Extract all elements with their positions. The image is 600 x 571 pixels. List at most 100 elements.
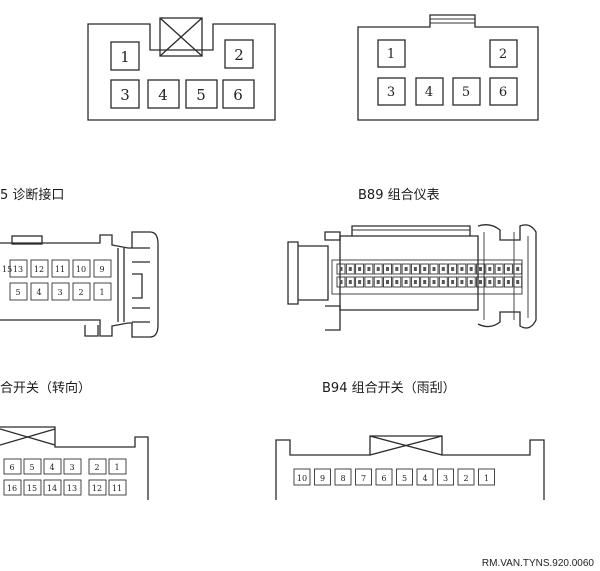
pin-contact bbox=[395, 280, 399, 284]
pin-cell bbox=[438, 263, 448, 275]
pin-cell bbox=[476, 263, 485, 275]
connector-top-left: 1 2 3 4 5 6 bbox=[87, 17, 276, 121]
pin-contact bbox=[423, 267, 427, 271]
pin-cell bbox=[457, 263, 467, 275]
pin-contact bbox=[432, 280, 436, 284]
pin-contact bbox=[488, 267, 492, 271]
pin-cell bbox=[401, 263, 411, 275]
pin-label: 9 bbox=[320, 474, 325, 483]
pin-contact bbox=[339, 267, 343, 271]
pin-contact bbox=[441, 280, 445, 284]
pin-cell bbox=[392, 263, 402, 275]
pin-contact bbox=[348, 280, 352, 284]
pin-contact bbox=[460, 280, 464, 284]
pin-label: 4 bbox=[422, 474, 427, 483]
pin-cell bbox=[392, 276, 402, 288]
pin-label: 9 bbox=[99, 265, 104, 274]
connector-turn-switch: 6 5 4 3 2 1 16 15 14 13 12 11 bbox=[0, 426, 149, 500]
pin-cell bbox=[364, 276, 374, 288]
pin-label: 2 bbox=[78, 288, 83, 297]
pin-contact bbox=[479, 280, 482, 284]
pin-label: 5 bbox=[29, 463, 34, 472]
pin-contact bbox=[404, 267, 408, 271]
pin-contact bbox=[506, 267, 510, 271]
pin-contact bbox=[386, 267, 389, 271]
pin-contact bbox=[358, 280, 362, 284]
pin-label: 3 bbox=[120, 86, 130, 104]
pin-label: 1 bbox=[99, 288, 104, 297]
pin-cell bbox=[448, 263, 458, 275]
pin-label: 1 bbox=[387, 47, 395, 62]
pin-contact bbox=[423, 280, 427, 284]
pin-cell bbox=[494, 263, 504, 275]
pin-label: 10 bbox=[76, 265, 86, 274]
pin-contact bbox=[404, 280, 408, 284]
pin-cell bbox=[513, 263, 523, 275]
pin-label: 14 bbox=[47, 484, 57, 493]
pin-label: 13 bbox=[13, 265, 23, 274]
pin-contact bbox=[413, 267, 417, 271]
pin-cell bbox=[429, 263, 439, 275]
pin-contact bbox=[516, 280, 520, 284]
pin-cell bbox=[503, 276, 513, 288]
pin-cell bbox=[503, 263, 513, 275]
pin-contact bbox=[339, 280, 343, 284]
pin-cell bbox=[364, 263, 374, 275]
pin-label: 3 bbox=[57, 288, 62, 297]
pin-label: 2 bbox=[499, 47, 507, 62]
reference-code: RM.VAN.TYNS.920.0060 bbox=[482, 558, 595, 569]
pin-cell bbox=[293, 468, 311, 486]
pin-cell bbox=[485, 263, 495, 275]
pin-label: 5 bbox=[462, 85, 470, 100]
pin-contact bbox=[497, 267, 501, 271]
pin-cell bbox=[355, 468, 372, 486]
pin-cell bbox=[420, 276, 430, 288]
pin-contact bbox=[460, 267, 464, 271]
pin-label: 7 bbox=[361, 474, 366, 483]
pin-contact bbox=[376, 267, 380, 271]
pin-contact bbox=[441, 267, 445, 271]
pin-label: 5 bbox=[196, 86, 206, 104]
pin-label: 1 bbox=[484, 474, 489, 483]
pin-cell bbox=[336, 276, 346, 288]
pin-cell bbox=[410, 263, 420, 275]
pin-cell bbox=[457, 468, 475, 486]
pin-cell bbox=[437, 468, 454, 486]
pin-label: 4 bbox=[49, 463, 54, 472]
pin-label: 2 bbox=[463, 474, 468, 483]
pin-label: 2 bbox=[94, 463, 99, 472]
pin-contact bbox=[451, 267, 455, 271]
caption-b94-wiper-switch: B94 组合开关（雨刮） bbox=[322, 381, 456, 396]
connector-top-right: 1 2 3 4 5 6 bbox=[357, 14, 539, 121]
pin-label: 3 bbox=[69, 463, 74, 472]
pin-contact bbox=[395, 267, 399, 271]
pin-cell bbox=[438, 276, 448, 288]
pin-contact bbox=[358, 267, 362, 271]
pin-label: 11 bbox=[55, 265, 65, 274]
pin-contact bbox=[506, 280, 510, 284]
pin-cell bbox=[416, 468, 434, 486]
pin-cell bbox=[429, 276, 439, 288]
pin-cell bbox=[448, 276, 458, 288]
pin-cell bbox=[314, 468, 331, 486]
pin-label: 12 bbox=[92, 484, 102, 493]
pin-label: 6 bbox=[233, 86, 243, 104]
pin-label: 16 bbox=[7, 484, 17, 493]
caption-b89-cluster: B89 组合仪表 bbox=[358, 188, 440, 203]
pin-contact bbox=[469, 280, 473, 284]
pin-cell bbox=[355, 276, 365, 288]
pin-label: 4 bbox=[158, 86, 168, 104]
caption-diagnostic-port: 5 诊断接口 bbox=[0, 187, 64, 203]
pin-cell bbox=[373, 276, 383, 288]
pin-label: 11 bbox=[112, 484, 122, 493]
pin-cell bbox=[383, 263, 392, 275]
pin-label: 12 bbox=[34, 265, 44, 274]
pin-cell bbox=[478, 468, 495, 486]
pin-label: 8 bbox=[340, 474, 345, 483]
pin-contact bbox=[479, 267, 482, 271]
pin-label: 5 bbox=[15, 288, 20, 297]
pin-cell bbox=[345, 276, 355, 288]
